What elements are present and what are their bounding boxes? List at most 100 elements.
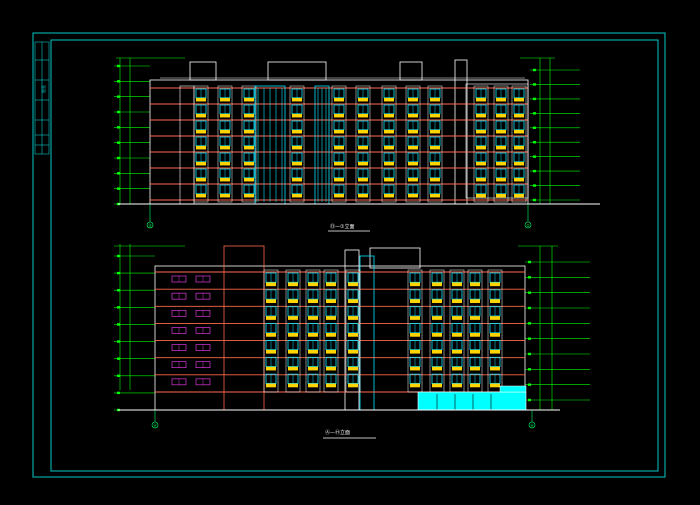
window-column-frame <box>511 85 527 203</box>
balcony-rail <box>358 161 368 166</box>
balcony-rail <box>490 316 500 320</box>
balcony-rail <box>432 333 442 337</box>
balcony-rail <box>288 282 298 287</box>
level-marker <box>117 95 120 98</box>
balcony-rail <box>470 383 480 388</box>
axis-tag-bottom-right: Ⓗ <box>530 422 534 428</box>
drawing-frame: 图签 <box>32 32 666 478</box>
balcony-rail <box>196 177 206 182</box>
level-marker <box>528 352 531 356</box>
level-marker <box>533 169 536 173</box>
balcony-rail <box>476 145 486 150</box>
level-marker <box>528 291 531 294</box>
level-marker <box>117 289 120 292</box>
level-marker <box>528 337 531 340</box>
balcony-rail <box>514 193 524 198</box>
view-title-bottom-suffix: 立面 <box>340 429 350 436</box>
view-title-bottom-left: Ⓐ <box>325 429 330 436</box>
window-column-frame <box>405 85 421 203</box>
balcony-rail <box>514 97 524 102</box>
level-marker <box>117 172 120 175</box>
balcony-rail <box>358 145 368 150</box>
balcony-rail <box>244 97 254 102</box>
svg-text:⑬—①立面: ⑬—①立面 <box>330 223 355 230</box>
level-marker <box>533 68 536 72</box>
balcony-rail <box>266 383 276 388</box>
balcony-rail <box>334 129 344 134</box>
level-marker <box>117 340 120 343</box>
view-title-top-right: ① <box>340 224 345 230</box>
balcony-rail <box>288 299 298 304</box>
floor-bands-top <box>150 87 528 201</box>
balcony-rail <box>476 97 486 102</box>
balcony-rail <box>470 333 480 337</box>
balcony-rail <box>470 282 480 287</box>
balcony-rail <box>326 383 336 388</box>
level-marker <box>117 141 120 144</box>
balcony-rail <box>334 161 344 166</box>
axis-tag-bottom-left: Ⓐ <box>153 422 157 428</box>
level-marker <box>528 368 531 371</box>
balcony-rail <box>476 177 486 182</box>
balcony-rail <box>358 193 368 198</box>
balcony-rail <box>384 129 394 134</box>
level-marker <box>117 64 120 68</box>
balcony-rail <box>408 193 418 198</box>
window-column-frame <box>285 269 301 393</box>
level-marker <box>117 391 120 395</box>
window-column-frame <box>289 85 305 203</box>
balcony-rail <box>326 282 336 287</box>
level-marker <box>117 254 120 258</box>
window-column-frame <box>331 85 347 203</box>
balcony-rail <box>476 113 486 118</box>
level-marker <box>528 383 531 386</box>
balcony-rail <box>358 97 368 102</box>
floor-bands-bottom <box>155 271 525 393</box>
balcony-rail <box>410 316 420 320</box>
window-column-frame <box>345 269 361 393</box>
building-top <box>149 59 529 205</box>
view-title-bottom-right: Ⓗ <box>335 429 340 436</box>
level-marker <box>533 198 536 202</box>
balcony-rail <box>292 113 302 118</box>
balcony-rail <box>196 161 206 166</box>
balcony-rail <box>266 349 276 354</box>
level-marker <box>528 322 531 325</box>
balcony-rail <box>408 129 418 134</box>
balcony-rail <box>470 299 480 304</box>
balcony-rail <box>292 193 302 198</box>
balcony-rail <box>452 333 462 337</box>
balcony-rail <box>220 113 230 118</box>
svg-text:Ⓐ—Ⓗ立面: Ⓐ—Ⓗ立面 <box>325 429 350 436</box>
balcony-rail <box>292 161 302 166</box>
balcony-rail <box>496 129 506 134</box>
balcony-rail <box>288 349 298 354</box>
balcony-rail <box>266 333 276 337</box>
balcony-rail <box>196 97 206 102</box>
balcony-rail <box>476 161 486 166</box>
window-columns-top <box>193 85 527 203</box>
balcony-rail <box>408 97 418 102</box>
balcony-rail <box>326 366 336 371</box>
balcony-rail <box>384 161 394 166</box>
balcony-rail <box>430 161 440 166</box>
balcony-rail <box>408 161 418 166</box>
balcony-rail <box>490 333 500 337</box>
balcony-rail <box>410 383 420 388</box>
balcony-rail <box>266 299 276 304</box>
balcony-rail <box>288 333 298 337</box>
level-marker <box>117 156 120 160</box>
balcony-rail <box>326 299 336 304</box>
level-ticks-right-top <box>530 68 580 202</box>
frame-side-label: 图签 <box>40 85 46 93</box>
balcony-rail <box>430 113 440 118</box>
level-marker <box>117 374 120 377</box>
balcony-rail <box>410 282 420 287</box>
window-column-frame <box>473 85 489 203</box>
level-marker <box>533 141 536 144</box>
dimension-column-right-top <box>520 57 555 204</box>
axis-tag-top-left: ⑬ <box>148 222 152 228</box>
balcony-rail <box>408 113 418 118</box>
balcony-rail <box>430 97 440 102</box>
